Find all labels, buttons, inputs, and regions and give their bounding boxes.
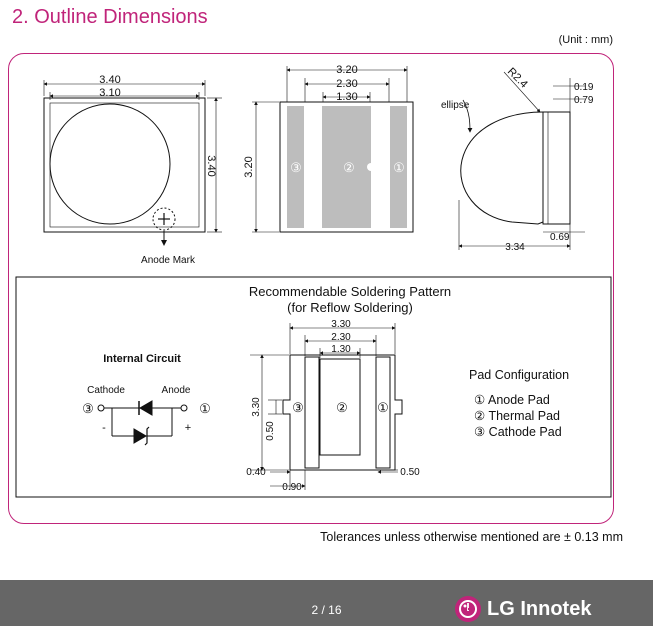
outline-drawing: 3.40 3.10 3.40 Anode Mark 3.20 2.30 1.30… xyxy=(15,64,612,498)
page-title: 2. Outline Dimensions xyxy=(12,6,208,28)
pattern-dim-pad: 0.50 xyxy=(265,421,276,441)
pad-config-item: ③ Cathode Pad xyxy=(474,425,562,439)
circuit-right-num: ① xyxy=(199,401,211,416)
bottom-pad-left-num: ③ xyxy=(290,160,302,175)
side-body xyxy=(542,111,571,225)
pattern-slot-right xyxy=(375,356,391,469)
pattern-dim-040: 0.40 xyxy=(246,467,266,478)
top-height: 3.40 xyxy=(205,155,217,176)
anode-mark-label: Anode Mark xyxy=(141,255,196,266)
circuit-schematic xyxy=(97,400,188,446)
side-dim-width: 3.34 xyxy=(505,242,525,253)
anode-label: Anode xyxy=(162,385,191,396)
top-view-inner xyxy=(49,102,200,228)
side-dim-right: 0.69 xyxy=(550,232,570,243)
drawing-frame xyxy=(8,53,614,524)
unit-label: (Unit : mm) xyxy=(558,34,613,46)
pad-left xyxy=(287,106,304,228)
bottom-width-mid: 2.30 xyxy=(336,78,357,90)
circuit-minus: - xyxy=(102,422,106,434)
brand-logo: LG Innotek xyxy=(455,594,591,624)
soldering-box xyxy=(15,276,612,498)
side-view xyxy=(458,71,585,250)
bottom-width-outer: 3.20 xyxy=(336,64,357,76)
lens-circle xyxy=(49,103,171,225)
pad-right xyxy=(390,106,407,228)
top-view-body xyxy=(43,97,206,233)
circuit-title: Internal Circuit xyxy=(103,353,181,365)
pad-config-title: Pad Configuration xyxy=(469,368,569,382)
pattern-dim-inner: 1.30 xyxy=(331,344,351,355)
pattern-dim-outer: 3.30 xyxy=(331,319,351,330)
pattern-dim-height: 3.30 xyxy=(251,397,262,417)
top-view xyxy=(43,80,222,246)
soldering-title-2: (for Reflow Soldering) xyxy=(287,300,413,315)
tolerance-note: Tolerances unless otherwise mentioned ar… xyxy=(320,530,623,544)
bottom-pad-center-num: ② xyxy=(343,160,355,175)
page-number: 2 / 16 xyxy=(311,603,342,617)
pattern-dim-mid: 2.30 xyxy=(331,332,351,343)
bottom-height: 3.20 xyxy=(243,156,255,177)
ellipse-label: ellipse xyxy=(441,100,470,111)
soldering-title-1: Recommendable Soldering Pattern xyxy=(249,284,451,299)
anode-mark-circle xyxy=(152,207,176,231)
soldering-pattern xyxy=(250,323,403,490)
pattern-pad-left-num: ③ xyxy=(292,400,304,415)
pattern-dim-090: 0.90 xyxy=(282,482,302,493)
top-width-outer: 3.40 xyxy=(99,74,120,86)
pad-config-item: ① Anode Pad xyxy=(474,393,550,407)
top-width-inner: 3.10 xyxy=(99,87,120,99)
footer-bar xyxy=(0,580,653,626)
lg-logo-icon xyxy=(455,596,481,622)
side-dim-top2: 0.79 xyxy=(574,95,594,106)
pattern-slot-left xyxy=(304,356,320,469)
circuit-plus: + xyxy=(185,422,191,434)
lens-profile xyxy=(460,111,544,225)
pattern-dim-050: 0.50 xyxy=(400,467,420,478)
bottom-width-inner: 1.30 xyxy=(336,91,357,103)
brand-name: LG Innotek xyxy=(487,597,592,620)
pad-center xyxy=(322,106,371,228)
circuit-left-num: ③ xyxy=(82,401,94,416)
bottom-pad-right-num: ① xyxy=(393,160,405,175)
cathode-label: Cathode xyxy=(87,385,125,396)
side-dim-top1: 0.19 xyxy=(574,82,594,93)
pattern-center xyxy=(319,358,361,456)
pattern-pad-right-num: ① xyxy=(377,400,389,415)
bottom-view xyxy=(252,66,414,233)
pad-config-item: ② Thermal Pad xyxy=(474,409,560,423)
pattern-pad-center-num: ② xyxy=(336,400,348,415)
